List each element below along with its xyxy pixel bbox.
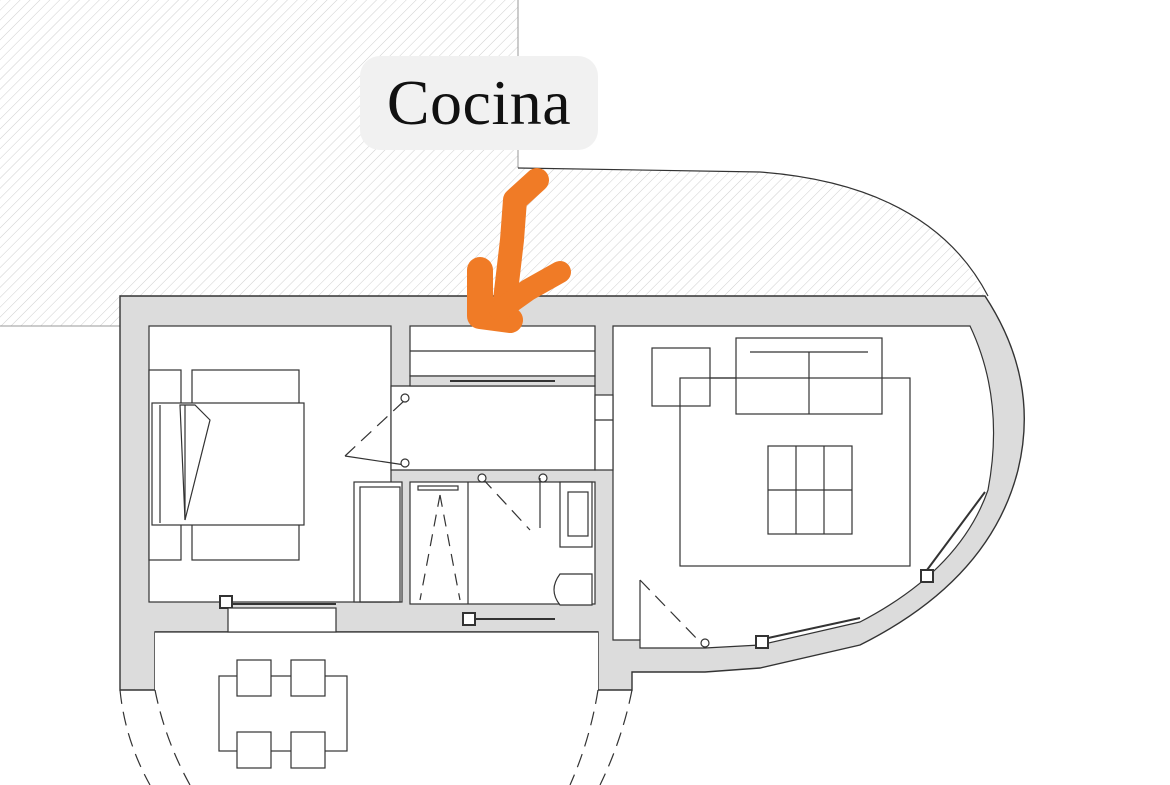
chair [236,731,272,769]
chair [290,731,326,769]
kitchen-label: Cocina [360,56,598,150]
exterior-terrace [0,0,989,327]
bathroom-fixtures [477,473,593,606]
shower [359,482,555,626]
toilet [553,573,593,606]
bedroom-door [344,393,410,468]
bedroom-window [219,595,337,633]
living-furniture [651,337,911,567]
rug [679,377,911,567]
kitchen-label-text: Cocina [386,67,572,138]
living-windows [594,394,986,649]
dining-table [218,659,348,769]
armchair [651,347,711,407]
bed [148,369,305,561]
chair [290,659,326,697]
annotation-arrow [467,168,571,333]
hallway [390,385,596,471]
chair [236,659,272,697]
kitchen-counter [409,350,596,387]
closet [353,481,403,603]
